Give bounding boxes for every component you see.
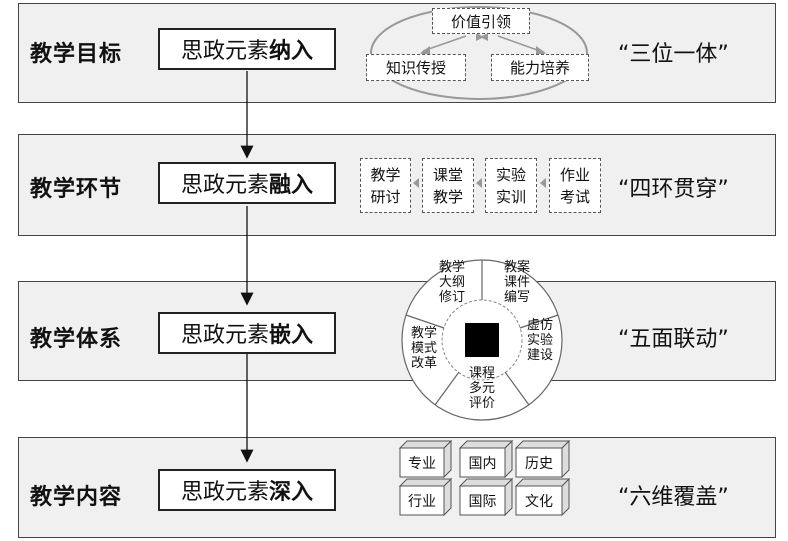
- box-verb: 融入: [269, 173, 314, 198]
- step-line: 实训: [495, 187, 526, 206]
- wheel-line: 实验: [526, 333, 553, 348]
- slogan-system: “五面联动”: [618, 327, 729, 352]
- step-line: 研讨: [370, 187, 401, 206]
- wheel-line: 虚仿: [526, 318, 553, 333]
- cube-domestic: 国内: [468, 455, 497, 472]
- wheel-line: 改革: [410, 356, 437, 371]
- row-title-system: 教学体系: [30, 327, 123, 352]
- element-box-system: 思政元素嵌入: [158, 312, 336, 354]
- wheel-line: 编写: [503, 290, 530, 305]
- slogan-goals: “三位一体”: [618, 42, 729, 67]
- cube-history: 历史: [525, 455, 553, 472]
- box-verb: 纳入: [269, 39, 314, 64]
- wheel-teaching-mode: 教学 模式 改革: [402, 326, 446, 371]
- wheel-line: 教学: [410, 326, 437, 341]
- goal-value-guidance: 价值引领: [432, 8, 530, 34]
- step-line: 作业: [559, 165, 590, 184]
- element-box-content: 思政元素深入: [158, 469, 336, 511]
- wheel-line: 教学: [438, 260, 465, 275]
- cube-major: 专业: [408, 455, 436, 472]
- box-prefix: 思政元素: [180, 480, 269, 505]
- step-line: 课堂: [432, 165, 463, 184]
- element-box-goals: 思政元素纳入: [158, 28, 336, 70]
- wheel-line: 建设: [526, 348, 553, 363]
- cube-industry: 行业: [408, 493, 436, 510]
- wheel-syllabus: 教学 大纲 修订: [430, 260, 474, 305]
- wheel-line: 教案: [503, 260, 530, 275]
- row-title-content: 教学内容: [30, 485, 123, 510]
- band-goals: [18, 3, 776, 103]
- band-system: [18, 281, 776, 381]
- step-classroom: 课堂教学: [422, 158, 474, 213]
- box-verb: 深入: [269, 480, 314, 505]
- step-line: 实验: [495, 165, 526, 184]
- step-seminar: 教学研讨: [360, 158, 411, 213]
- row-title-links: 教学环节: [30, 177, 123, 202]
- wheel-line: 课程: [468, 366, 495, 381]
- box-verb: 嵌入: [269, 323, 314, 348]
- slogan-content: “六维覆盖”: [618, 485, 729, 510]
- wheel-line: 修订: [438, 290, 465, 305]
- element-box-links: 思政元素融入: [158, 162, 336, 204]
- band-content: [18, 437, 776, 538]
- wheel-line: 多元: [468, 381, 495, 396]
- row-title-goals: 教学目标: [30, 42, 123, 67]
- slogan-links: “四环贯穿”: [618, 177, 729, 202]
- box-prefix: 思政元素: [180, 173, 269, 198]
- wheel-evaluation: 课程 多元 评价: [460, 366, 504, 411]
- box-prefix: 思政元素: [180, 323, 269, 348]
- step-line: 教学: [370, 165, 401, 184]
- step-line: 考试: [559, 187, 590, 206]
- wheel-line: 大纲: [438, 275, 465, 290]
- step-experiment: 实验实训: [485, 158, 537, 213]
- step-homework: 作业考试: [549, 158, 601, 213]
- wheel-line: 模式: [410, 341, 437, 356]
- wheel-line: 课件: [503, 275, 530, 290]
- wheel-virtual-lab: 虚仿 实验 建设: [518, 318, 562, 363]
- goal-knowledge: 知识传授: [366, 54, 466, 81]
- wheel-line: 评价: [468, 396, 495, 411]
- wheel-courseware: 教案 课件 编写: [495, 260, 539, 305]
- cube-international: 国际: [468, 493, 497, 510]
- cube-culture: 文化: [525, 493, 553, 510]
- goal-ability: 能力培养: [491, 54, 589, 81]
- box-prefix: 思政元素: [180, 39, 269, 64]
- step-line: 教学: [432, 187, 463, 206]
